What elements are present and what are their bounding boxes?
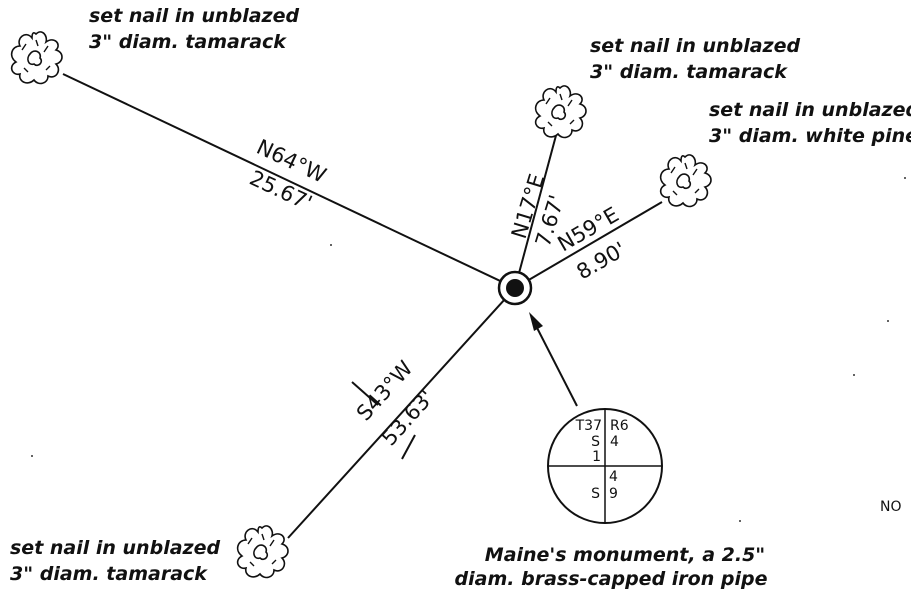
tie-line-sw xyxy=(287,287,516,539)
cap-tr-1: R6 xyxy=(610,418,629,434)
scan-speck xyxy=(853,374,855,376)
tree-icon-n xyxy=(534,85,587,139)
note-ne-line1: set nail in unblazed xyxy=(709,99,911,121)
scan-speck xyxy=(887,320,889,322)
leader-line xyxy=(531,317,578,407)
tie-line-n xyxy=(514,127,559,289)
tree-icon-nw xyxy=(10,31,63,85)
note-ne-line2: 3" diam. white pine xyxy=(709,125,911,147)
note-n-line1: set nail in unblazed xyxy=(590,35,800,57)
tie-line-ne xyxy=(514,201,663,289)
scan-speck xyxy=(330,244,332,246)
monument-note-line2: diam. brass-capped iron pipe xyxy=(455,568,768,590)
cap-bl-1: 4 xyxy=(609,469,618,485)
cap-tl-2: S xyxy=(591,434,600,450)
note-nw-line2: 3" diam. tamarack xyxy=(89,31,287,53)
cap-bl-2: S xyxy=(591,486,600,502)
tree-icon-sw xyxy=(236,525,289,579)
cap-tr-2: 4 xyxy=(610,434,619,450)
cap-tl-3: 1 xyxy=(592,449,601,465)
note-sw-line1: set nail in unblazed xyxy=(10,537,220,559)
center-point-inner xyxy=(506,279,524,297)
tree-icon-ne xyxy=(659,154,712,208)
scan-speck xyxy=(31,455,33,457)
scan-speck xyxy=(739,520,741,522)
monument-cap: T37 R6 S 4 1 4 S 9 xyxy=(547,408,663,524)
arrowhead-icon xyxy=(529,312,543,331)
break-mark-lower xyxy=(401,434,416,460)
note-sw-line2: 3" diam. tamarack xyxy=(10,563,208,585)
cap-br-2: 9 xyxy=(609,486,618,502)
scan-speck xyxy=(904,177,906,179)
edge-text: NO xyxy=(880,499,902,515)
note-n-line2: 3" diam. tamarack xyxy=(590,61,788,83)
note-nw-line1: set nail in unblazed xyxy=(89,5,299,27)
monument-note-line1: Maine's monument, a 2.5" xyxy=(485,544,765,566)
cap-tl-1: T37 xyxy=(575,418,602,434)
tie-line-nw xyxy=(62,73,516,289)
break-mark-upper xyxy=(351,381,379,406)
